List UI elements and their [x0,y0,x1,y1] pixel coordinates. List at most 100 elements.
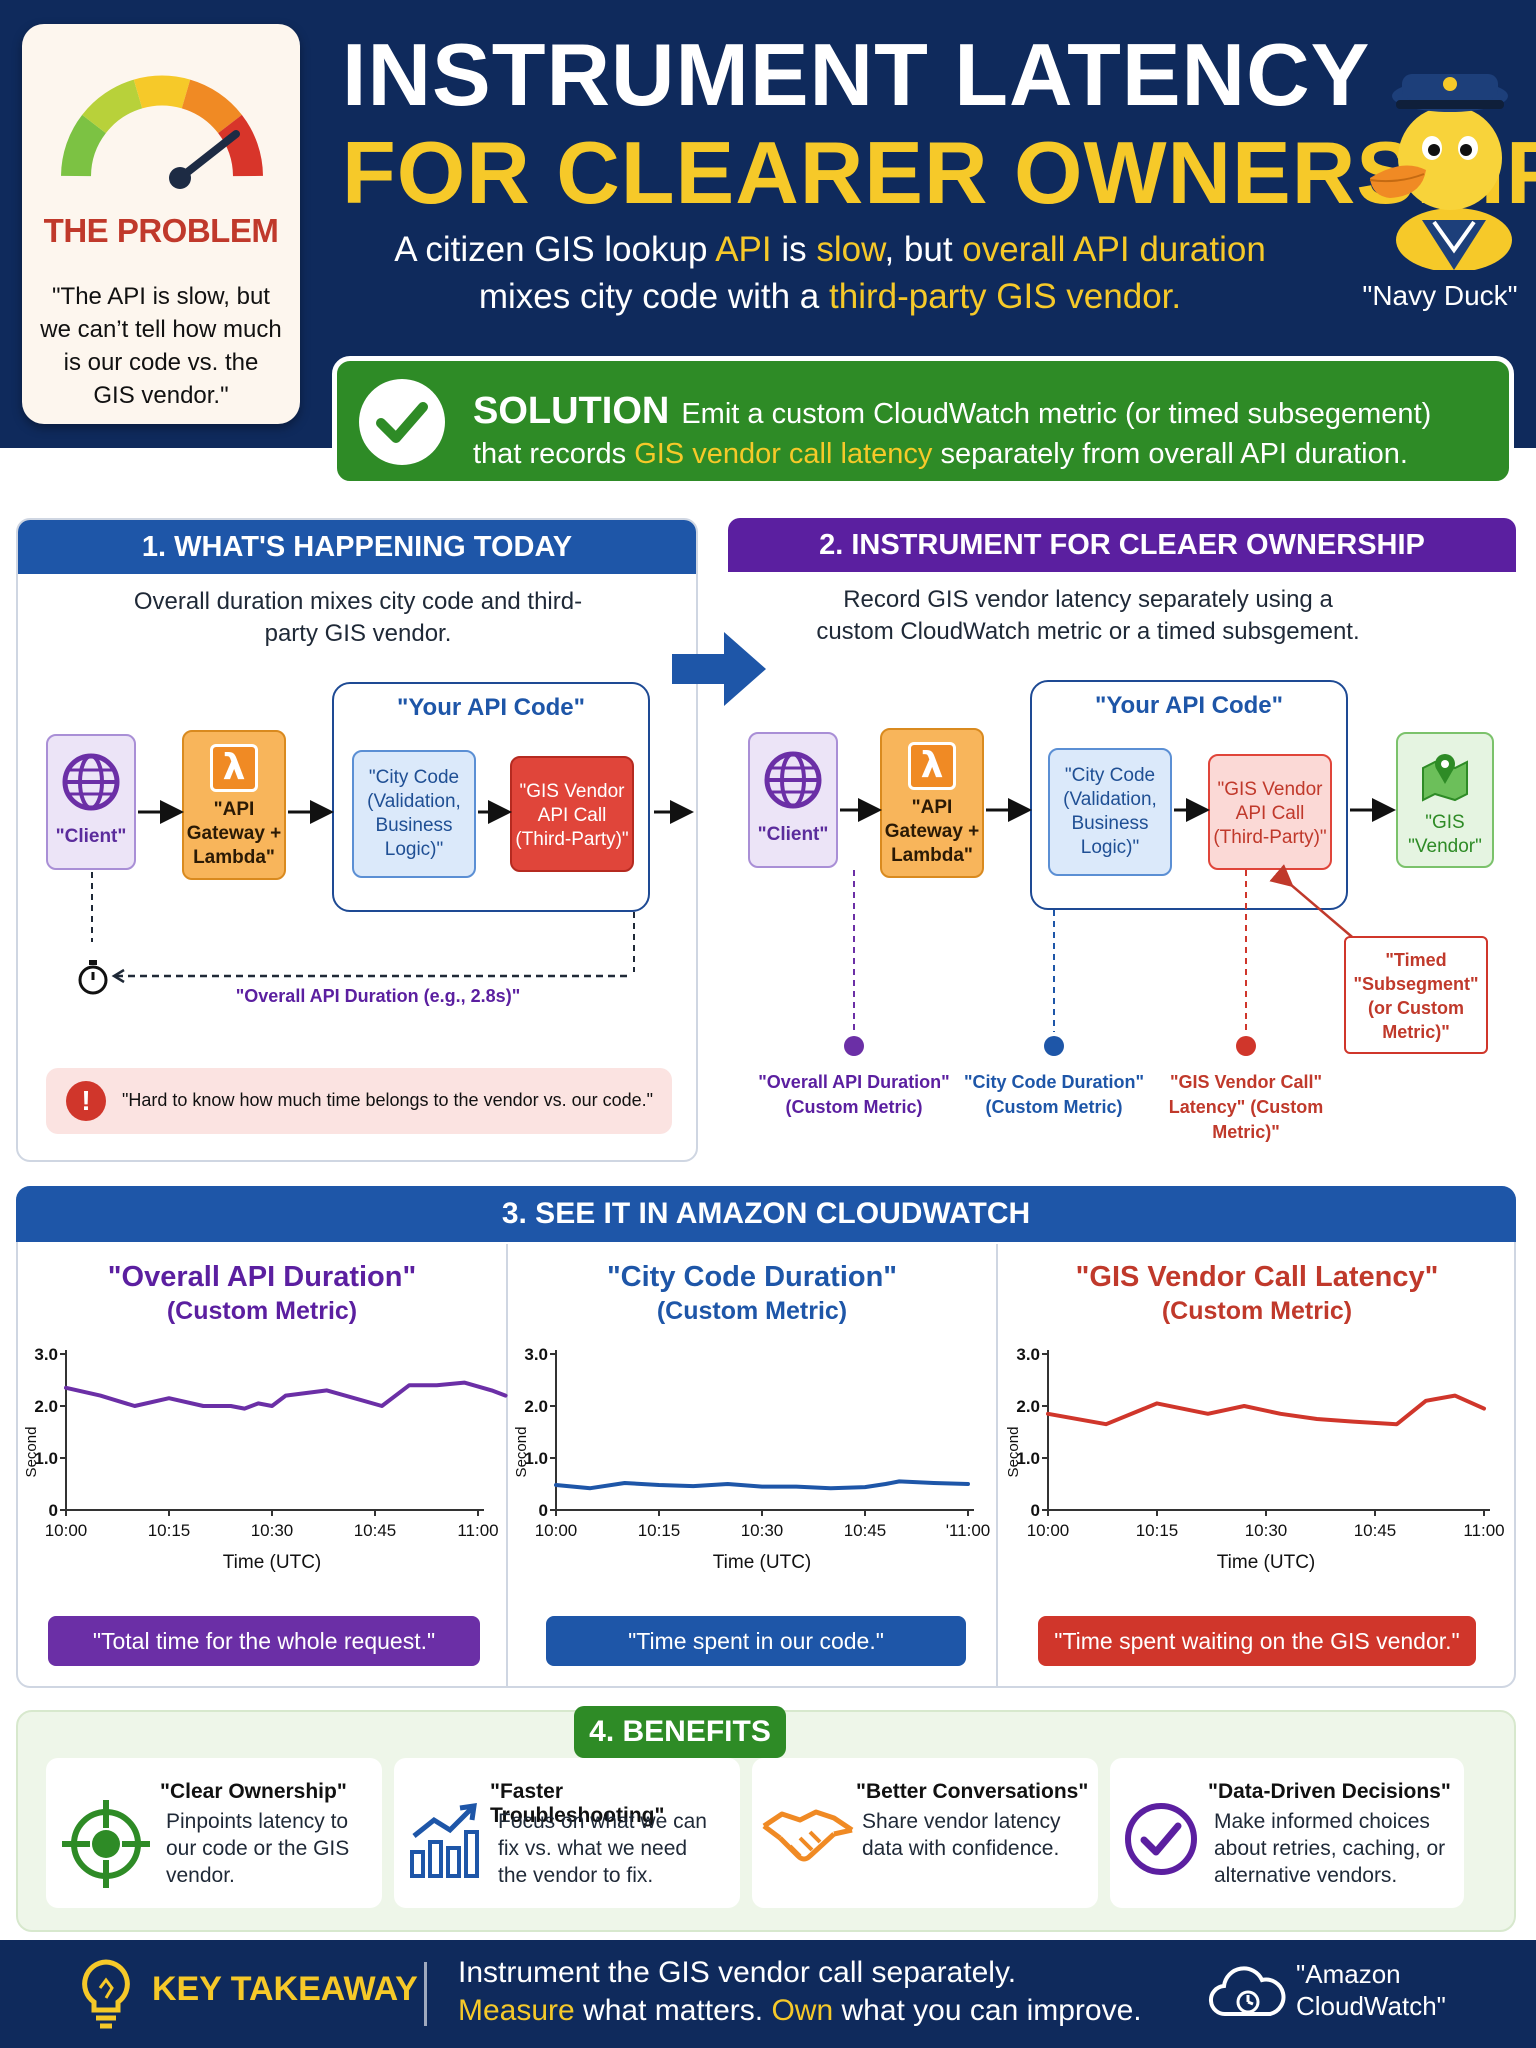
problem-quote: "The API is slow, but we can’t tell how … [40,283,282,409]
chart-title: "City Code Duration" [606,1261,898,1293]
y-axis-label: Second [513,1427,530,1478]
benefit-text: Focus on what we can fix vs. what we nee… [498,1810,707,1887]
target-icon [62,1800,150,1888]
section1-description: Overall duration mixes city code and thi… [133,588,583,647]
solution-text-part: separately from overall API duration. [932,438,1408,470]
metric-overall-label: "Overall API Duration" (Custom Metric) [758,1072,950,1117]
lambda-icon: λ [908,742,956,790]
x-axis-label: Time (UTC) [713,1552,812,1573]
x-axis-label: Time (UTC) [1217,1552,1316,1573]
y-tick-label: 3.0 [524,1345,548,1364]
gis-vendor-external-node: "GIS "Vendor" [1396,732,1494,868]
x-tick-label: 11:00 [1463,1521,1504,1540]
y-tick-label: 2.0 [34,1397,58,1416]
mascot-label: "Navy Duck" [1362,280,1518,311]
benefit-title: "Better Conversations" [856,1780,1089,1803]
chart-caption: "Time spent in our code." [546,1616,966,1666]
timed-subsegment-note: "Timed "Subsegment" (or Custom Metric)" [1344,936,1488,1054]
y-tick-label: 2.0 [524,1397,548,1416]
series-line [64,1380,508,1411]
check-icon [359,379,445,465]
footer: KEY TAKEAWAY Instrument the GIS vendor c… [0,1940,1536,2048]
subtitle-text: mixes city code with a [478,277,829,316]
cloudwatch-label: "Amazon CloudWatch" [1296,1959,1446,2021]
alert-icon: ! [66,1081,106,1121]
y-tick-label: 0 [539,1501,548,1520]
x-tick-label: 10:15 [638,1521,681,1540]
check-circle-icon [1125,1803,1197,1875]
chart-subtitle: (Custom Metric) [656,1297,848,1325]
benefit-card: "Data-Driven Decisions" Make informed ch… [1110,1758,1464,1908]
chart-title: "Overall API Duration" [107,1261,417,1293]
map-pin-icon [1422,754,1468,802]
growth-chart-icon [410,1803,479,1878]
x-tick-label: 10:00 [535,1521,578,1540]
series-line [1046,1393,1486,1427]
key-takeaway-label: KEY TAKEAWAY [152,1970,418,2008]
chart-gis: "GIS Vendor Call Latency" (Custom Metric… [1000,1244,1514,1686]
x-tick-label: 10:45 [354,1521,397,1540]
metric-gis-label: "GIS Vendor Call" Latency" (Custom Metri… [1168,1072,1324,1142]
chart-title: "GIS Vendor Call Latency" [1075,1261,1439,1293]
lambda-label: "API Gateway + Lambda" [186,799,282,868]
gis-vendor-label: "GIS "Vendor" [1408,812,1482,857]
benefit-title: "Clear Ownership" [160,1780,347,1803]
problem-card: THE PROBLEM "The API is slow, but we can… [22,24,300,424]
benefit-text: Make informed choices about retries, cac… [1214,1810,1446,1887]
key-takeaway-line2: Measure what matters. Own what you can i… [458,1994,1142,2028]
chart-overall: "Overall API Duration" (Custom Metric) 0… [18,1244,508,1686]
takeaway-text: what matters. [574,1994,772,2027]
subtitle-highlight: API [715,230,772,269]
section3-title: 3. SEE IT IN AMAZON CLOUDWATCH [16,1186,1516,1242]
city-code-node: "City Code (Validation, Business Logic)" [1048,748,1172,876]
y-axis-label: Second [1005,1427,1022,1478]
subtitle-text: A citizen GIS lookup [394,230,716,269]
x-tick-label: 10:00 [45,1521,88,1540]
chart-subtitle: (Custom Metric) [166,1297,358,1325]
subtitle-highlight: slow [816,230,885,269]
overall-duration-label: "Overall API Duration (e.g., 2.8s)" [235,986,521,1006]
alert-box: ! "Hard to know how much time belongs to… [46,1068,672,1134]
globe-icon [764,751,822,809]
x-tick-label: 10:00 [1027,1521,1070,1540]
flow-arrows [91,800,694,984]
subtitle-text: is [771,230,817,269]
stopwatch-icon [78,960,108,995]
handshake-icon [762,1809,854,1862]
lambda-node: λ "API Gateway + Lambda" [880,728,984,878]
page-title-line1: INSTRUMENT LATENCY [342,25,1371,124]
chart-caption: "Total time for the whole request." [48,1616,480,1666]
subtitle-highlight: overall API duration [962,230,1266,269]
alert-text: "Hard to know how much time belongs to t… [122,1090,654,1110]
benefit-title: "Data-Driven Decisions" [1208,1780,1451,1803]
series-line [554,1479,970,1491]
y-tick-label: 1.0 [34,1449,58,1468]
gis-vendor-node: "GIS Vendor API Call (Third-Party)" [1208,754,1332,870]
takeaway-text: what you can improve. [833,1994,1142,2027]
section-instrument: 2. INSTRUMENT FOR CLEAER OWNERSHIP Recor… [728,518,1516,1162]
x-tick-label: '11:00 [946,1521,991,1540]
benefit-title: "Faster Troubleshooting" [490,1780,665,1827]
header: THE PROBLEM "The API is slow, but we can… [0,0,1536,448]
metric-city-label: "City Code Duration" (Custom Metric) [963,1072,1145,1117]
client-node: "Client" [46,734,136,870]
x-tick-label: 11:00 [457,1521,498,1540]
x-tick-label: 10:30 [251,1521,294,1540]
key-takeaway-line1: Instrument the GIS vendor call separatel… [458,1956,1017,1989]
solution-highlight: GIS vendor call latency [634,438,933,470]
footer-divider [424,1962,427,2026]
section2-description: Record GIS vendor latency separately usi… [816,586,1360,645]
flow-arrows [840,798,1396,1056]
x-tick-label: 10:45 [844,1521,887,1540]
y-tick-label: 3.0 [1016,1345,1040,1364]
x-tick-label: 10:15 [1136,1521,1179,1540]
chart-caption: "Time spent waiting on the GIS vendor." [1038,1616,1476,1666]
benefit-text: Share vendor latency data with confidenc… [862,1810,1061,1860]
y-tick-label: 2.0 [1016,1397,1040,1416]
takeaway-highlight: Measure [458,1994,575,2027]
